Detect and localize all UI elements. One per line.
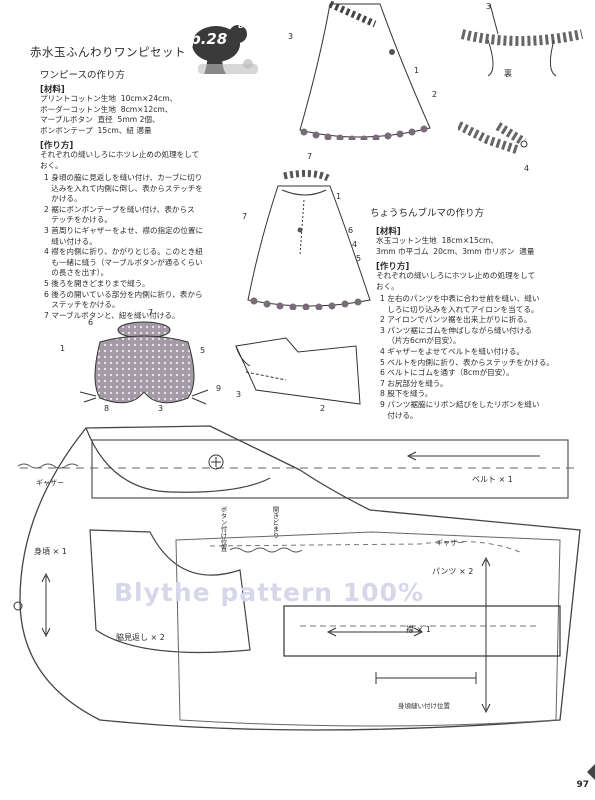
step-line: テッチをかける。 <box>44 215 112 225</box>
step-line: 6 後ろの開いている部分を内側に折り、表から <box>44 289 203 299</box>
dress-materials-heading: [材料] <box>40 85 65 95</box>
gather-label-left: ギャザー <box>36 479 64 487</box>
label-3: 3 <box>288 32 294 41</box>
step-line: 8 股下を縫う。 <box>380 389 433 399</box>
step-line: 9 パンツ裾脇にリボン結びをしたリボンを縫い <box>380 399 540 409</box>
material-item: ボーダーコットン生地 8cm×12cm、 <box>40 104 173 114</box>
step-line: 付ける。 <box>380 410 418 420</box>
intro-line: それぞれの縫いしろにホツレ止めの処理をして <box>40 150 200 159</box>
material-item: 水玉コットン生地 18cm×15cm、 <box>376 236 499 245</box>
bloomers-steps: 1 左右のパンツを中表に合わせ前を縫い、縫い しろに切り込みを入れてアイロンを当… <box>380 294 554 421</box>
dress-illustration-top <box>299 0 431 140</box>
mushroom-badge-icon <box>192 25 258 74</box>
facing-label: 脇見返し × 2 <box>116 633 165 642</box>
doll-name: Blythe <box>238 22 264 30</box>
step-line: かける。 <box>44 194 82 204</box>
corner-arrow-icon <box>587 764 595 780</box>
step-line: 5 ベルトを内側に折り、表からステッチをかける。 <box>380 357 555 367</box>
step-line: 4 ギャザーをよせてベルトを縫い付ける。 <box>380 346 524 356</box>
step-line: 3 首周りにギャザーをよせ、襟の指定の位置に <box>44 225 204 235</box>
bodice-label: 身頃 × 1 <box>34 547 67 556</box>
page-title: 赤水玉ふんわりワンピセット <box>30 45 186 59</box>
step-line: 5 後ろを開きどまりまで縫う。 <box>44 278 150 288</box>
label-8: 8 <box>104 404 110 413</box>
material-item: マーブルボタン 直径 5mm 2個、 <box>40 115 160 125</box>
dress-steps: 1 身頃の脇に見返しを縫い付け、カーブに切り 込みを入れて内側に倒し、表からステ… <box>44 173 203 321</box>
button-position-label: ボタン付け位置 <box>219 506 227 552</box>
label-2: 2 <box>432 90 438 99</box>
gather-label-right: ギャザー <box>436 539 464 547</box>
intro-line: それぞれの縫いしろにホツレ止めの処理をして <box>376 271 536 280</box>
step-line: の長さを出す）。 <box>44 268 109 278</box>
collar-label: 襟 × 1 <box>406 625 431 634</box>
step-line: 4 襟を内側に折り、かがりとじる。このとき紐 <box>44 247 203 257</box>
step-line: 2 裾にボンボンテープを縫い付け、表からス <box>44 204 195 214</box>
page-number: 97 <box>576 780 589 790</box>
belt-label: ベルト × 1 <box>472 475 513 484</box>
watermark: Blythe pattern 100% <box>114 578 425 607</box>
material-item: ボンボンテープ 15cm、紐 適量 <box>40 125 152 135</box>
step-line: 込みを入れて内側に倒し、表からステッチを <box>44 183 203 193</box>
step-line: 6 ベルトにゴムを通す（8cmが目安）。 <box>380 368 514 378</box>
label-7c: 7 <box>148 308 154 317</box>
bodice-attach-label: 身頃縫い付け位置 <box>398 702 450 710</box>
dress-illustration-back <box>247 169 371 310</box>
step-line: 縫い付ける。 <box>44 236 97 246</box>
step-line: 7 お尻部分を縫う。 <box>380 378 448 388</box>
opening-end-label: 開きどまり <box>271 506 279 539</box>
label-4: 4 <box>524 164 530 173</box>
step-line: しろに切り込みを入れてアイロンを当てる。 <box>380 304 539 314</box>
step-line: 1 身頃の脇に見返しを縫い付け、カーブに切り <box>44 173 203 182</box>
bloomers-method-heading: [作り方] <box>376 262 410 272</box>
label-6b: 6 <box>88 318 94 327</box>
full-size-pattern <box>13 425 581 731</box>
label-ura: 裏 <box>504 69 512 78</box>
step-line: ステッチをかける。 <box>44 300 120 310</box>
page-ref: p.28 <box>190 30 228 48</box>
pants-piece-illustration <box>235 337 361 405</box>
label-6: 6 <box>348 226 354 235</box>
bloomers-materials: 水玉コットン生地 18cm×15cm、 3mm 巾平ゴム 20cm、3mm 巾リ… <box>376 236 535 257</box>
material-item: プリントコットン生地 10cm×24cm、 <box>40 94 178 103</box>
intro-line: おく。 <box>40 160 63 170</box>
label-2b: 2 <box>320 404 326 413</box>
bloomers-intro: それぞれの縫いしろにホツレ止めの処理をして おく。 <box>376 271 535 292</box>
label-3b: 3 <box>486 2 492 11</box>
intro-line: おく。 <box>376 281 399 291</box>
label-1c: 1 <box>336 192 342 201</box>
dress-method-heading: [作り方] <box>40 141 74 151</box>
collar-illustration <box>458 3 584 155</box>
label-4b: 4 <box>352 240 358 249</box>
bloomers-subtitle: ちょうちんブルマの作り方 <box>370 208 485 219</box>
step-line: も一緒に縫う（マーブルボタンが通るくらい <box>44 257 203 267</box>
step-line: 1 左右のパンツを中表に合わせ前を縫い、縫い <box>380 294 540 303</box>
dress-materials: プリントコットン生地 10cm×24cm、 ボーダーコットン生地 8cm×12c… <box>40 94 177 136</box>
label-7: 7 <box>307 152 313 161</box>
pants-label: パンツ × 2 <box>432 567 474 576</box>
label-1: 1 <box>414 66 420 75</box>
step-line: 7 マーブルボタンと、紐を縫い付ける。 <box>44 310 180 320</box>
label-5: 5 <box>356 254 362 263</box>
label-7b: 7 <box>242 212 248 221</box>
label-3d: 3 <box>236 390 242 399</box>
step-line: 2 アイロンでパンツ裾を出来上がりに折る。 <box>380 315 532 325</box>
label-3c: 3 <box>158 404 164 413</box>
label-5b: 5 <box>200 346 206 355</box>
bloomers-illustration <box>79 321 209 405</box>
label-1d: 1 <box>60 344 66 353</box>
step-line: （片方6cmが目安）。 <box>380 336 461 346</box>
dress-subtitle: ワンピースの作り方 <box>40 70 126 81</box>
dress-intro: それぞれの縫いしろにホツレ止めの処理をして おく。 <box>40 150 199 171</box>
bloomers-materials-heading: [材料] <box>376 227 401 237</box>
label-9: 9 <box>216 384 222 393</box>
material-item: 3mm 巾平ゴム 20cm、3mm 巾リボン 適量 <box>376 246 535 256</box>
step-line: 3 パンツ裾にゴムを伸ばしながら縫い付ける <box>380 325 532 335</box>
